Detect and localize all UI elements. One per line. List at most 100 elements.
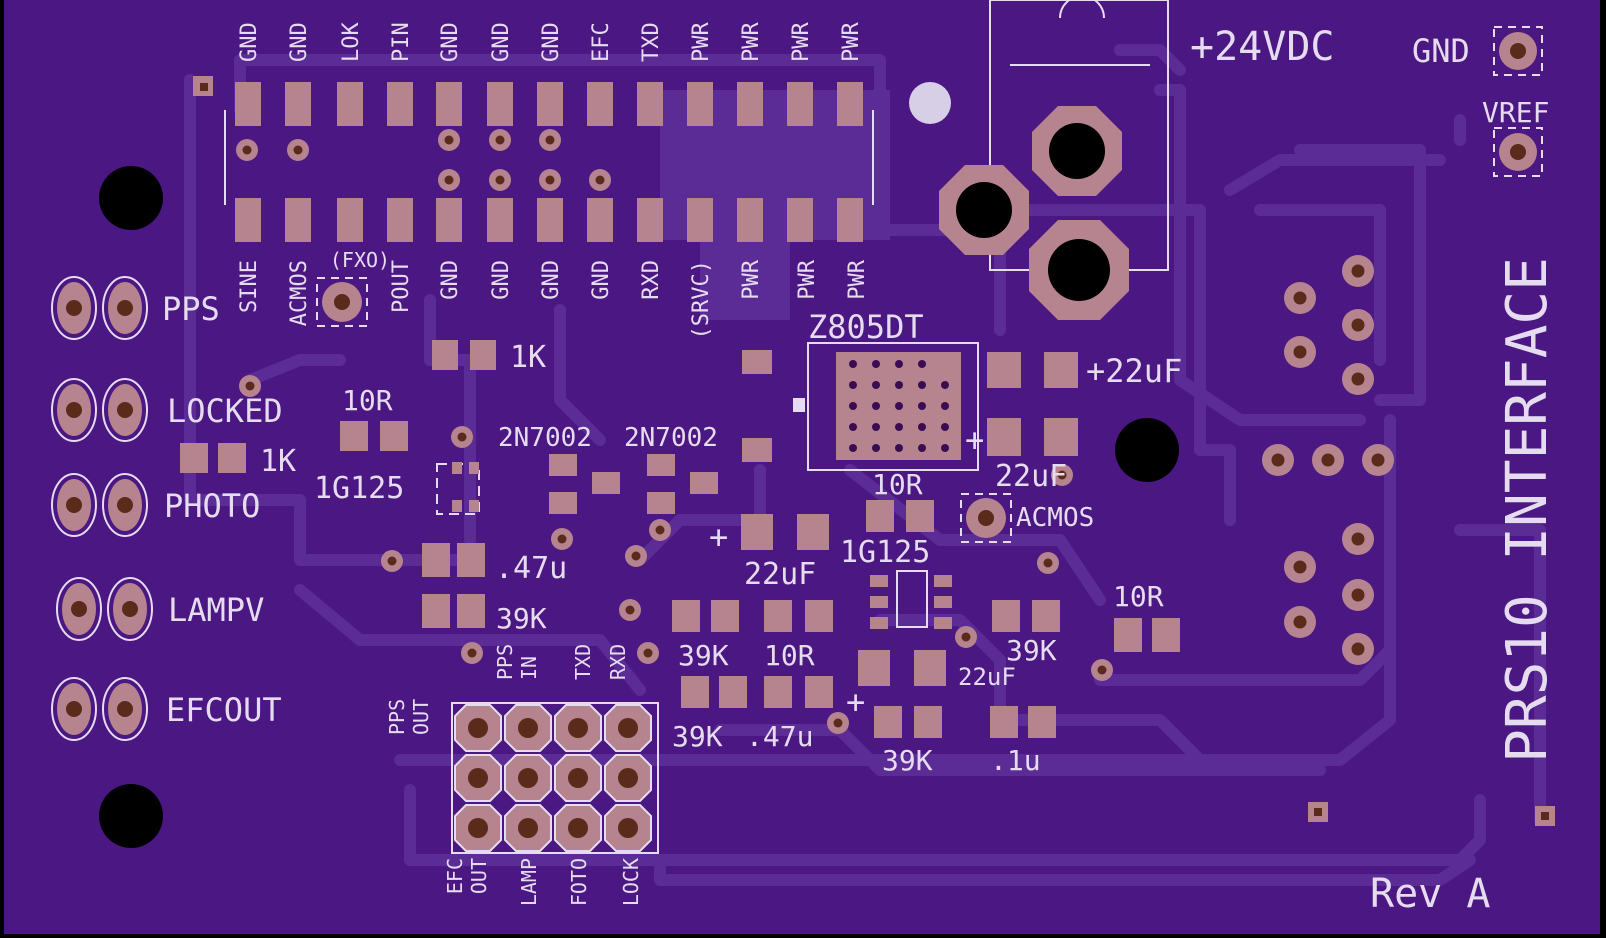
label-1k-b: 1K xyxy=(260,444,296,479)
smd-pad xyxy=(1044,418,1078,456)
connector-pad-bottom xyxy=(837,198,863,242)
component-labels: 1K 1K 10R 10R 10R 10R 1G125 1G125 2N7002… xyxy=(260,340,1182,777)
pin-label-bottom: GND xyxy=(438,260,463,300)
smd-pad xyxy=(858,650,890,686)
connector-pad-top xyxy=(687,82,713,126)
fiducial-mark xyxy=(909,82,951,124)
smd-pad xyxy=(218,443,246,473)
plus-marker-a: + xyxy=(709,518,728,556)
header-label: FOTO xyxy=(567,858,591,906)
label-acmos-testpoint: ACMOS xyxy=(1016,503,1094,533)
smd-pad xyxy=(422,543,450,577)
smd-pad xyxy=(987,418,1021,456)
pin-label-bottom: GND xyxy=(539,260,564,300)
smd-pad xyxy=(672,600,700,632)
label-01u: .1u xyxy=(990,744,1041,777)
z805dt-thermal-pad xyxy=(836,352,961,460)
pin-label-bottom: PWR xyxy=(739,259,764,299)
smd-pad xyxy=(742,438,772,462)
jack-pps xyxy=(51,276,148,340)
smd-pad xyxy=(987,352,1021,388)
smd-pad xyxy=(764,676,792,708)
connector-pad-top xyxy=(235,82,261,126)
smd-pad xyxy=(1028,706,1056,738)
jack-label: LAMPV xyxy=(168,591,264,629)
label-10r-c: 10R xyxy=(764,639,815,672)
smd-pad xyxy=(469,500,479,512)
smd-pad xyxy=(647,454,675,476)
mounting-hole-center-right xyxy=(1115,418,1179,482)
jack-label: LOCKED xyxy=(167,392,283,430)
pin-label-bottom: (SRVC) xyxy=(689,260,714,339)
connector-pad-bottom xyxy=(235,198,261,242)
smd-pad xyxy=(1114,618,1142,652)
smd-pad xyxy=(934,596,952,608)
pin-label-top: GND xyxy=(489,22,514,62)
jack-label: EFCOUT xyxy=(166,691,282,729)
header-label: PPSIN xyxy=(493,644,541,680)
header-label: LAMP xyxy=(517,858,541,906)
pin-label-bottom: POUT xyxy=(389,260,414,313)
smd-pad xyxy=(592,472,620,494)
smd-pads xyxy=(180,76,1555,826)
connector-pad-bottom xyxy=(285,198,311,242)
smd-pad xyxy=(549,492,577,514)
connector-pad-top xyxy=(787,82,813,126)
connector-pad-bottom xyxy=(537,198,563,242)
smd-pad xyxy=(690,472,718,494)
smd-pad xyxy=(422,594,450,628)
connector-pad-bottom xyxy=(687,198,713,242)
label-047u-a: .47u xyxy=(495,551,567,586)
smd-pad xyxy=(432,340,458,370)
smd-pad xyxy=(870,617,888,629)
pin-label-top: TXD xyxy=(639,22,664,62)
connector-pad-bottom xyxy=(436,198,462,242)
jack-photo xyxy=(51,473,148,537)
smd-pad xyxy=(870,596,888,608)
header-label: RXD xyxy=(606,644,630,680)
label-1k-a: 1K xyxy=(510,340,546,375)
jack-lampv xyxy=(56,577,153,641)
connector-pad-top xyxy=(837,82,863,126)
label-1g125-b: 1G125 xyxy=(840,535,930,570)
pin-label-bottom: GND xyxy=(589,260,614,300)
smd-pad xyxy=(990,706,1018,738)
pin-label-bottom: ACMOS xyxy=(287,260,312,326)
pin-label-bottom: GND xyxy=(489,260,514,300)
pin-label-top: GND xyxy=(237,22,262,62)
connector-pad-top xyxy=(387,82,413,126)
smd-pad xyxy=(469,462,479,474)
connector-pad-bottom xyxy=(337,198,363,242)
jack-label: PHOTO xyxy=(164,487,260,525)
smd-pad xyxy=(457,543,485,577)
smd-pad xyxy=(906,500,934,532)
connector-pad-bottom xyxy=(637,198,663,242)
header-label: PPSOUT xyxy=(385,699,433,735)
header-label-text: LAMP xyxy=(517,858,541,906)
smd-pad xyxy=(992,600,1020,632)
jack-label: PPS xyxy=(162,290,220,328)
smd-pad xyxy=(549,454,577,476)
label-1g125-a: 1G125 xyxy=(314,471,404,506)
vias xyxy=(236,129,1394,734)
label-39k-a: 39K xyxy=(496,602,547,635)
header-label: EFCOUT xyxy=(443,858,491,894)
smd-pad xyxy=(1044,352,1078,388)
jack-locked xyxy=(51,378,148,442)
pin-label-top: PWR xyxy=(789,22,814,62)
smd-pad xyxy=(874,706,902,738)
pin-label-top: PIN xyxy=(389,22,414,62)
label-39k-d: 39K xyxy=(1006,634,1057,667)
smd-pad xyxy=(1152,618,1180,652)
plus-marker-c: + xyxy=(846,683,865,721)
revision-label: Rev A xyxy=(1370,871,1490,917)
connector-pads xyxy=(235,82,863,242)
smd-pad xyxy=(934,617,952,629)
label-39k-e: 39K xyxy=(882,744,933,777)
plus-marker-b: + xyxy=(965,421,984,459)
smd-pad xyxy=(742,350,772,374)
